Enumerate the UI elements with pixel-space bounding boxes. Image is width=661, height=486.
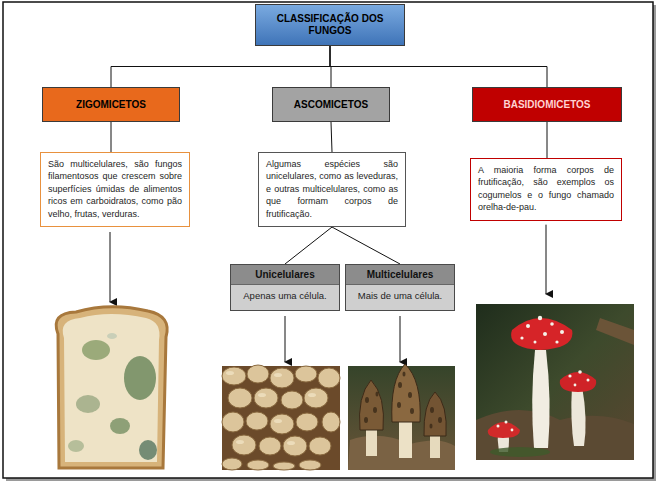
pointer-arrow (285, 316, 286, 362)
pointer-arrow (546, 225, 547, 294)
box-heading: Unicelulares (231, 265, 339, 285)
outer-frame (3, 2, 653, 478)
amanita-mushrooms (476, 304, 634, 460)
class-box: ZIGOMICETOS (42, 87, 180, 122)
box-text: São multicelulares, são fungos filamento… (48, 158, 182, 220)
tree-connector (285, 227, 332, 264)
tree-connector (332, 227, 400, 264)
yeast-cells (222, 365, 340, 470)
title-box: CLASSIFICAÇÃO DOS FUNGOS (255, 4, 405, 46)
description-box: São multicelulares, são fungos filamento… (40, 152, 190, 227)
box-text: ASCOMICETOS (294, 99, 368, 111)
type-box: MulticelularesMais de uma célula. (345, 264, 455, 311)
class-box: ASCOMICETOS (272, 87, 390, 122)
class-box: BASIDIOMICETOS (472, 87, 622, 122)
description-box: Algumas espécies são unicelulares, como … (258, 152, 406, 227)
box-text: ZIGOMICETOS (76, 99, 146, 111)
box-text: CLASSIFICAÇÃO DOS FUNGOS (262, 13, 398, 37)
tree-connector (111, 122, 112, 152)
description-box: A maioria forma corpos de frutificação, … (470, 158, 622, 221)
tree-connector (330, 46, 547, 87)
box-text: BASIDIOMICETOS (503, 99, 590, 111)
tree-connector (331, 122, 332, 152)
box-text: Algumas espécies são unicelulares, como … (266, 158, 398, 220)
tree-connector (547, 122, 548, 158)
pointer-arrow (110, 232, 111, 302)
box-text: Apenas uma célula. (231, 285, 339, 310)
type-box: UnicelularesApenas uma célula. (230, 264, 340, 311)
tree-connector (111, 46, 330, 87)
moldy-bread (56, 307, 167, 468)
box-heading: Multicelulares (346, 265, 454, 285)
morel-mushrooms (348, 364, 455, 470)
box-text: A maioria forma corpos de frutificação, … (478, 164, 614, 214)
box-text: Mais de uma célula. (346, 285, 454, 310)
pointer-arrow (400, 316, 401, 362)
